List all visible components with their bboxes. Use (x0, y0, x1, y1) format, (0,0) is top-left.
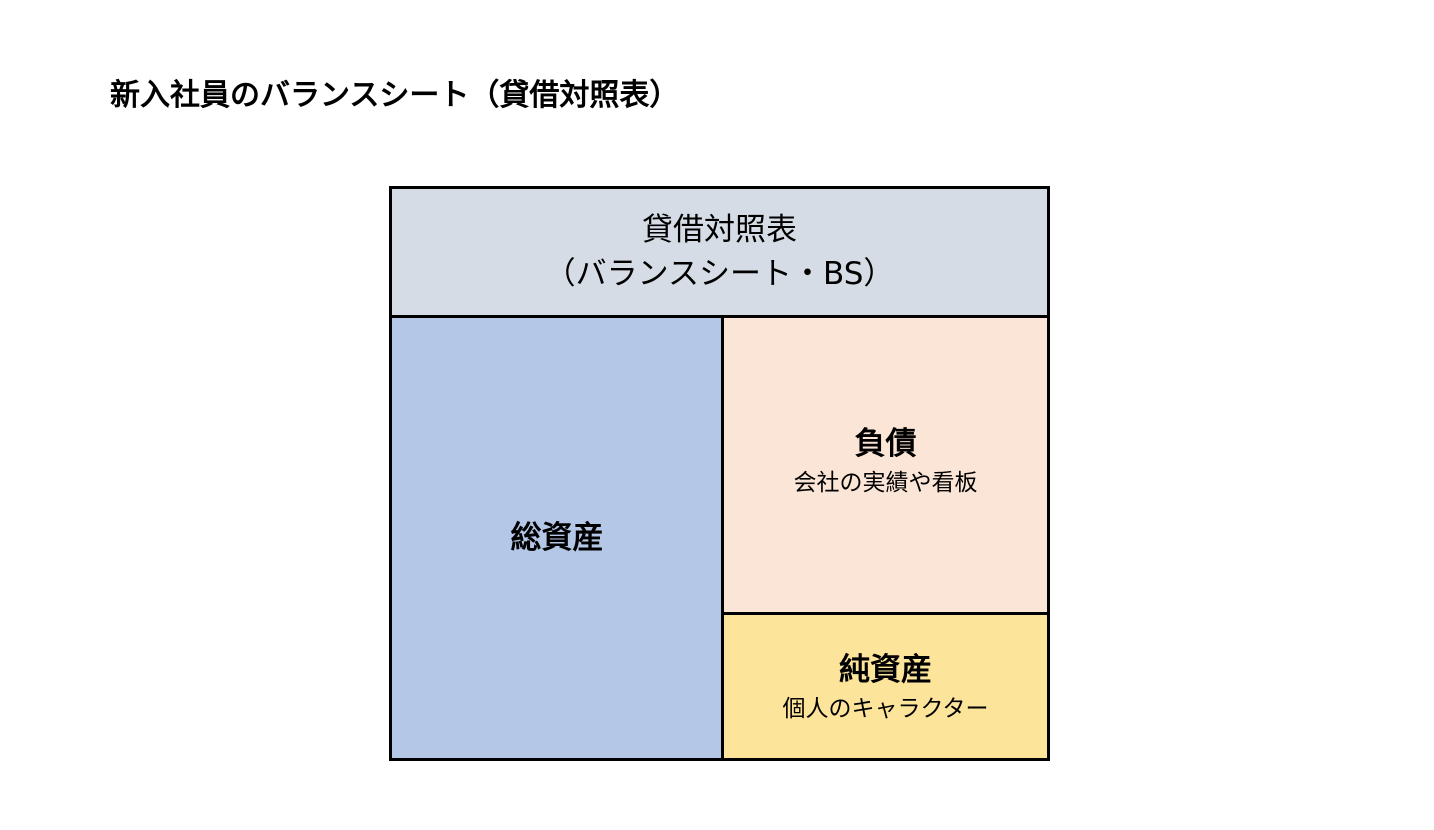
net-assets-block: 純資産 個人のキャラクター (721, 612, 1050, 761)
liabilities-block: 負債 会社の実績や看板 (721, 315, 1050, 616)
page-title: 新入社員のバランスシート（貸借対照表） (110, 78, 680, 113)
net-assets-description: 個人のキャラクター (782, 695, 989, 722)
total-assets-block: 総資産 (389, 315, 725, 761)
header-title: 貸借対照表 (642, 212, 797, 248)
net-assets-label: 純資産 (839, 651, 932, 688)
header-subtitle: （バランスシート・BS） (544, 256, 895, 292)
balance-sheet-header: 貸借対照表 （バランスシート・BS） (389, 186, 1050, 318)
total-assets-label: 総資産 (510, 520, 604, 556)
liabilities-description: 会社の実績や看板 (793, 470, 978, 496)
liabilities-label: 負債 (854, 426, 917, 462)
